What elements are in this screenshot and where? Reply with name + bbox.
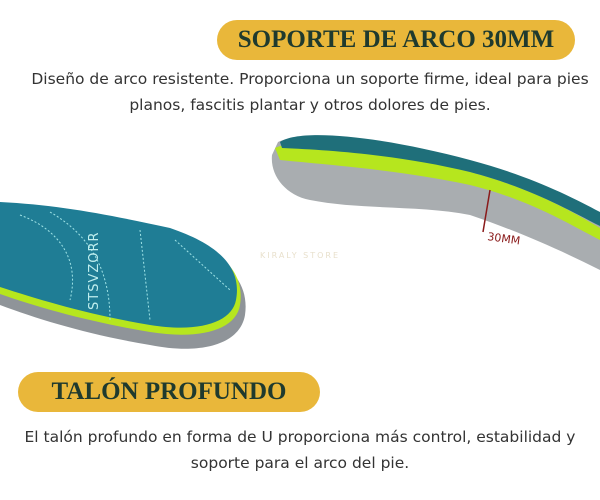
- deep-heel-description: El talón profundo en forma de U proporci…: [24, 428, 576, 472]
- measure-label: 30MM: [487, 230, 521, 247]
- deep-heel-title: TALÓN PROFUNDO: [18, 372, 320, 412]
- insole-side-view: 30MM: [271, 135, 600, 270]
- measure-line: [482, 189, 491, 233]
- arch-support-description: Diseño de arco resistente. Proporciona u…: [31, 70, 589, 114]
- insole-top-view: STSVZORR: [0, 202, 246, 349]
- watermark: KIRALY STORE: [260, 251, 340, 260]
- arch-support-title: SOPORTE DE ARCO 30MM: [217, 20, 575, 60]
- brand-print: STSVZORR: [87, 231, 102, 310]
